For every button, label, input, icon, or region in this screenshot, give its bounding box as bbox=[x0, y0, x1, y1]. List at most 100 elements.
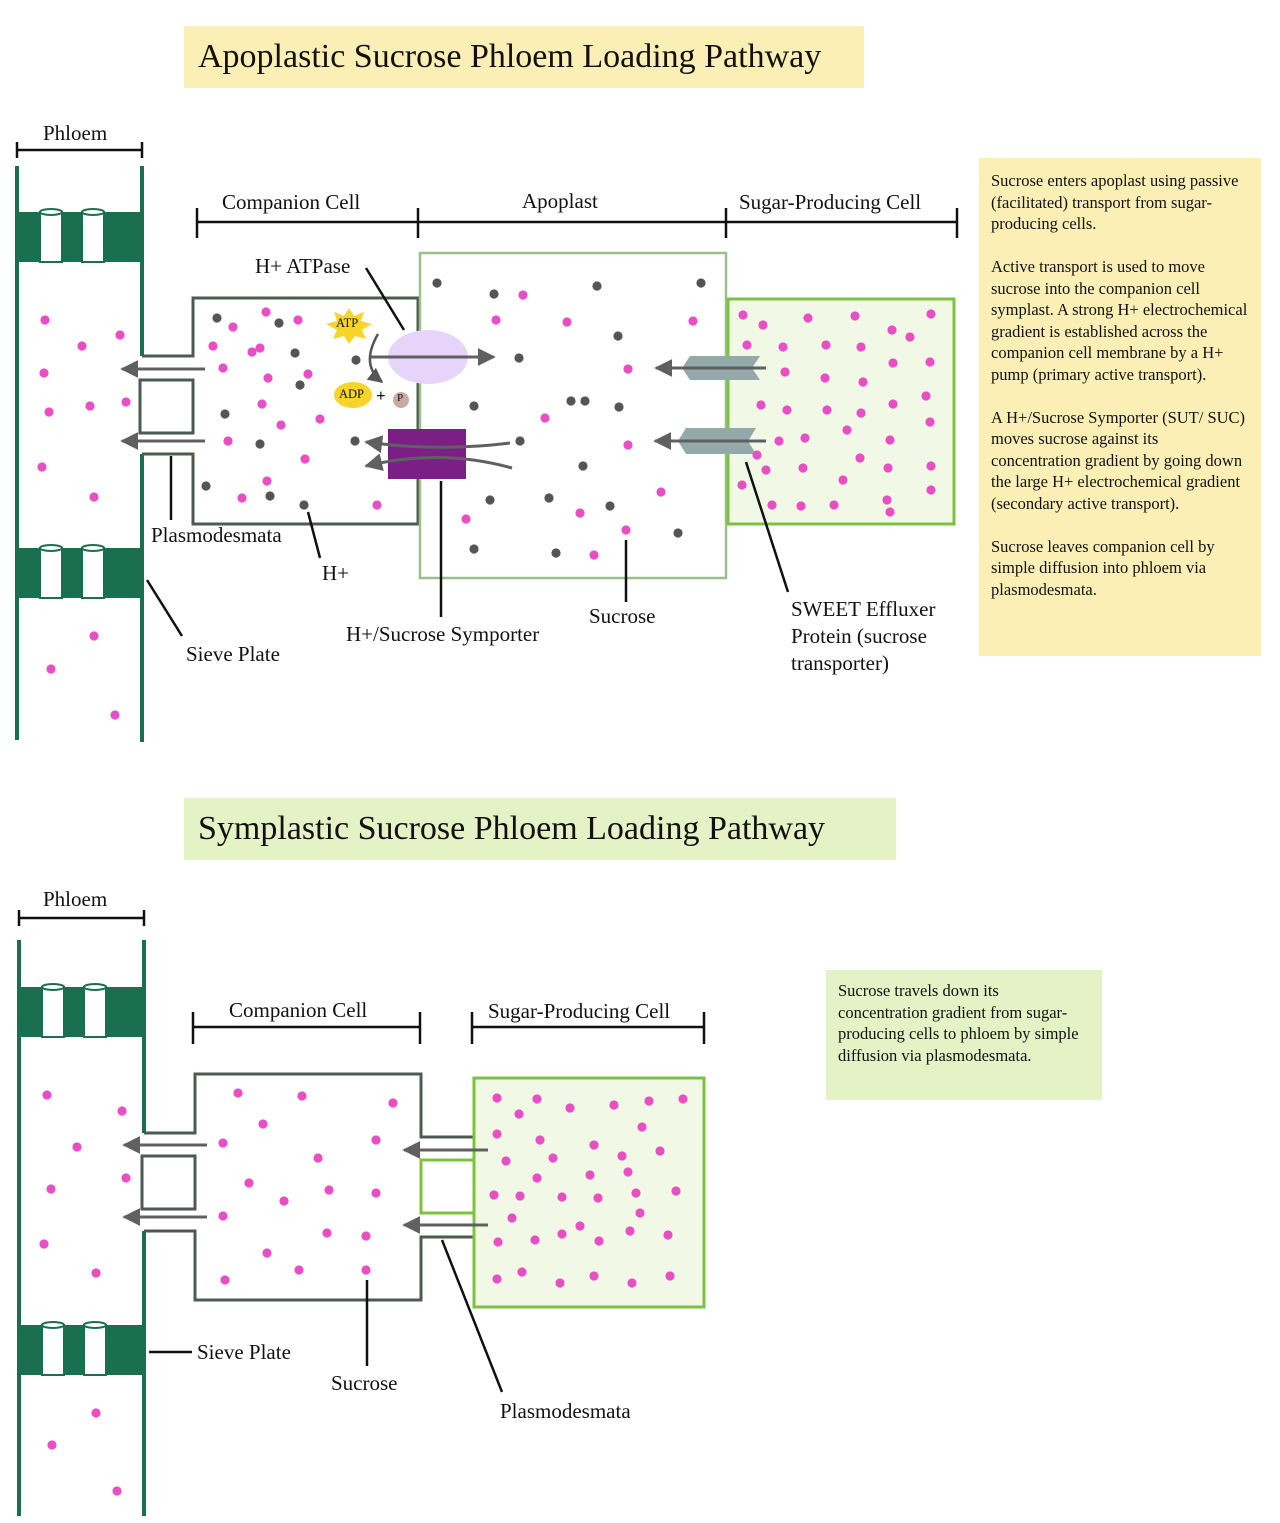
sucrose-molecule bbox=[492, 1093, 502, 1103]
sweet-label-line3: transporter) bbox=[791, 651, 889, 675]
sucrose-molecule bbox=[39, 1239, 49, 1249]
sucrose-molecule bbox=[575, 1221, 585, 1231]
sucrose-molecule bbox=[46, 664, 56, 674]
sucrose-molecule bbox=[623, 364, 633, 374]
sucrose-molecule bbox=[77, 341, 87, 351]
sucrose-molecule bbox=[565, 1103, 575, 1113]
sucrose-molecule bbox=[829, 500, 839, 510]
sucrose-molecule bbox=[858, 377, 868, 387]
sucrose-molecule bbox=[371, 1188, 381, 1198]
sucrose-molecule bbox=[888, 358, 898, 368]
sucrose-molecule bbox=[774, 436, 784, 446]
sucrose-molecule bbox=[575, 508, 585, 518]
sucrose-molecule bbox=[322, 1228, 332, 1238]
sucrose-molecule bbox=[589, 1140, 599, 1150]
sucrose-molecule bbox=[621, 525, 631, 535]
sucrose-molecule bbox=[261, 307, 271, 317]
proton bbox=[212, 313, 222, 323]
sucrose-molecule bbox=[548, 1153, 558, 1163]
sucrose-molecule bbox=[856, 408, 866, 418]
sucrose-molecule bbox=[557, 1229, 567, 1239]
h-sucrose-symporter bbox=[388, 429, 466, 479]
apoplastic-leader-lines bbox=[145, 267, 790, 637]
apo-note-4: Sucrose leaves companion cell by simple … bbox=[991, 536, 1215, 599]
proton bbox=[220, 409, 230, 419]
sucrose-molecule bbox=[42, 1090, 52, 1100]
sweet-label-line2: Protein (sucrose bbox=[791, 624, 927, 648]
sucrose-molecule bbox=[44, 407, 54, 417]
proton bbox=[350, 436, 360, 446]
symplastic-plasmodesmata-box-right bbox=[419, 1158, 476, 1215]
proton bbox=[201, 481, 211, 491]
apoplast-region bbox=[418, 251, 728, 580]
sucrose-molecule bbox=[752, 450, 762, 460]
sucrose-molecule bbox=[223, 436, 233, 446]
sucrose-molecule bbox=[800, 433, 810, 443]
proton bbox=[290, 348, 300, 358]
sucrose-molecule bbox=[247, 347, 257, 357]
sucrose-molecule bbox=[678, 1094, 688, 1104]
proton bbox=[551, 548, 561, 558]
proton bbox=[673, 528, 683, 538]
sucrose-molecule bbox=[656, 487, 666, 497]
sucrose-molecule bbox=[493, 1237, 503, 1247]
sucrose-molecule bbox=[822, 405, 832, 415]
phosphate-circle bbox=[393, 392, 409, 408]
sucrose-molecule bbox=[882, 495, 892, 505]
sucrose-molecule bbox=[121, 1173, 131, 1183]
sucrose-molecule bbox=[89, 631, 99, 641]
sucrose-molecule bbox=[492, 1274, 502, 1284]
sucrose-molecule bbox=[589, 550, 599, 560]
sucrose-molecule bbox=[501, 1156, 511, 1166]
proton bbox=[613, 331, 623, 341]
sucrose-molecule bbox=[780, 367, 790, 377]
proton bbox=[469, 401, 479, 411]
h-plus-label: H+ bbox=[322, 561, 350, 585]
adp-label: ADP bbox=[339, 387, 365, 401]
sucrose-molecule bbox=[921, 391, 931, 401]
sucrose-molecule bbox=[39, 368, 49, 378]
proton bbox=[489, 289, 499, 299]
proton bbox=[696, 278, 706, 288]
sucrose-molecule bbox=[637, 1122, 647, 1132]
sucrose-molecule bbox=[888, 399, 898, 409]
sucrose-molecule bbox=[625, 1226, 635, 1236]
symplastic-sugar-producing-cell bbox=[472, 1076, 706, 1309]
sucrose-molecule bbox=[85, 401, 95, 411]
proton bbox=[566, 396, 576, 406]
sucrose-molecule bbox=[594, 1236, 604, 1246]
sucrose-molecule bbox=[110, 710, 120, 720]
apoplastic-diagram bbox=[15, 142, 959, 742]
sucrose-molecule bbox=[208, 341, 218, 351]
symplastic-plasmodesmata-box-left bbox=[140, 1154, 197, 1211]
proton bbox=[592, 281, 602, 291]
sucrose-molecule bbox=[112, 1486, 122, 1496]
sym-note-1: Sucrose travels down its concentration g… bbox=[838, 981, 1079, 1065]
sucrose-molecule bbox=[926, 485, 936, 495]
sugar-producing-cell bbox=[726, 297, 956, 526]
apo-note-1: Sucrose enters apoplast using passive (f… bbox=[991, 171, 1239, 233]
sucrose-molecule bbox=[644, 1096, 654, 1106]
sucrose-molecule bbox=[820, 373, 830, 383]
sucrose-molecule bbox=[91, 1268, 101, 1278]
proton bbox=[580, 396, 590, 406]
sucrose-molecule bbox=[821, 340, 831, 350]
sucrose-molecule bbox=[756, 400, 766, 410]
sucrose-molecule bbox=[778, 342, 788, 352]
sweet-effluxer-upper bbox=[654, 356, 766, 380]
atp-burst bbox=[326, 308, 372, 344]
sucrose-molecule bbox=[507, 1213, 517, 1223]
sucrose-molecule bbox=[761, 465, 771, 475]
proton bbox=[578, 461, 588, 471]
apo-sucrose-label: Sucrose bbox=[589, 604, 656, 628]
sucrose-molecule bbox=[609, 1100, 619, 1110]
sucrose-molecule bbox=[46, 1184, 56, 1194]
symplastic-brackets bbox=[17, 910, 706, 1044]
sucrose-molecule bbox=[796, 501, 806, 511]
sucrose-molecule bbox=[218, 1211, 228, 1221]
proton bbox=[544, 493, 554, 503]
apo-companion-cell-label: Companion Cell bbox=[222, 190, 361, 214]
proton bbox=[485, 495, 495, 505]
proton bbox=[469, 544, 479, 554]
sucrose-molecule bbox=[121, 397, 131, 407]
